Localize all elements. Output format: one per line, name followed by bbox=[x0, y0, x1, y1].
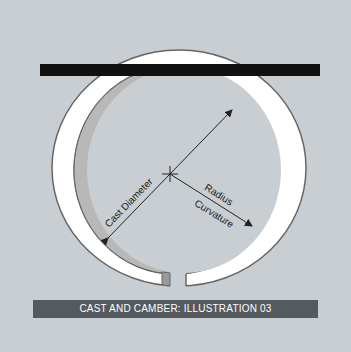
ring-end bbox=[185, 274, 187, 286]
straight-edge bbox=[40, 64, 320, 76]
caption-band: CAST AND CAMBER: ILLUSTRATION 03 bbox=[33, 300, 318, 318]
ring-end-face bbox=[162, 272, 170, 286]
ring-gap bbox=[170, 250, 186, 292]
center-cross bbox=[170, 166, 171, 182]
ring-opening bbox=[87, 67, 281, 273]
